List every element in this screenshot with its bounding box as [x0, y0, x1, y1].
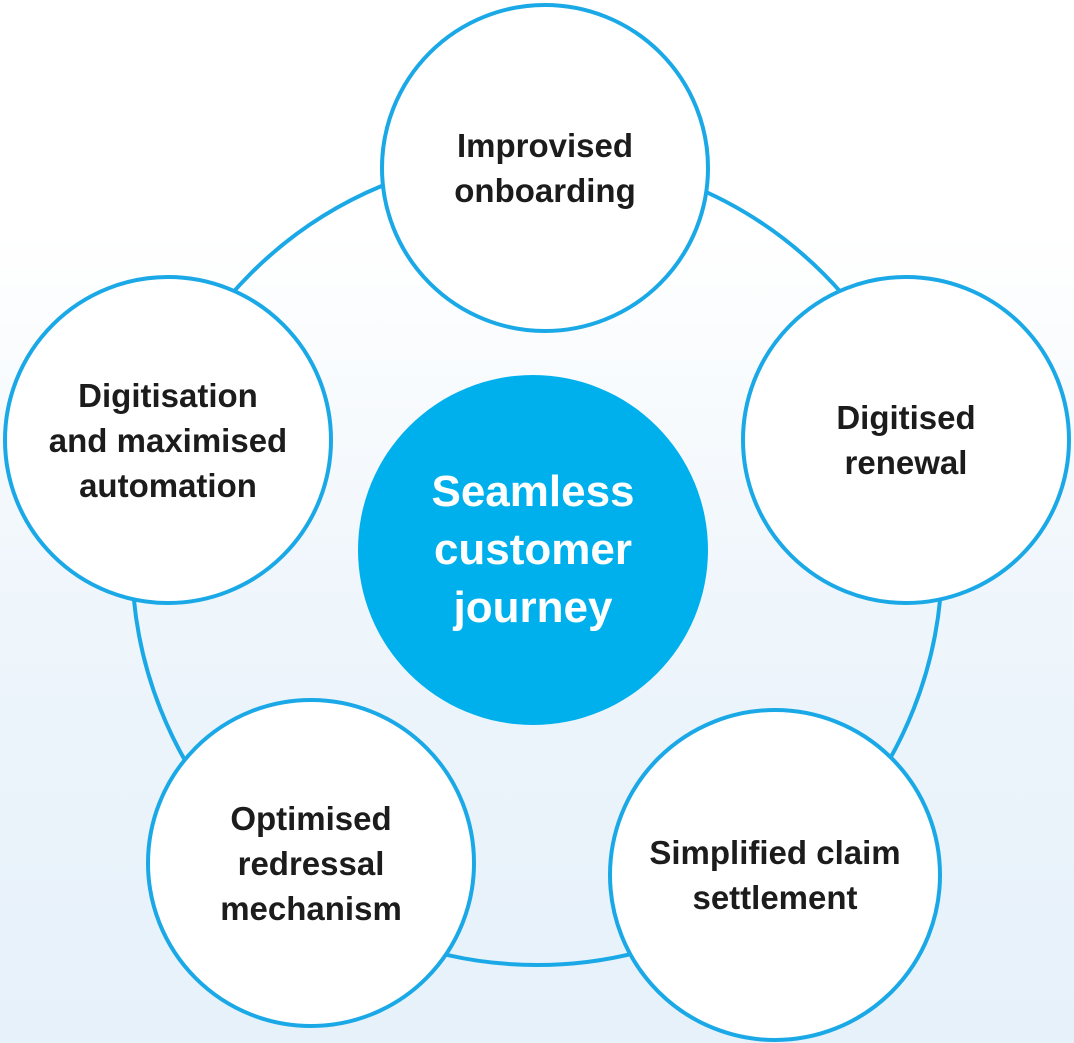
node-label-optimised-redressal-mechanism: Optimised redressal mechanism — [220, 799, 402, 927]
node-optimised-redressal-mechanism: Optimised redressal mechanism — [146, 698, 476, 1028]
node-digitisation-automation: Digitisation and maximised automation — [3, 275, 333, 605]
node-label-simplified-claim-settlement: Simplified claim settlement — [649, 834, 901, 916]
center-hub-label: Seamless customer journey — [431, 467, 635, 632]
node-improvised-onboarding: Improvised onboarding — [380, 3, 710, 333]
node-label-digitised-renewal: Digitised renewal — [836, 399, 976, 481]
center-hub: Seamless customer journey — [358, 375, 708, 725]
node-simplified-claim-settlement: Simplified claim settlement — [608, 708, 942, 1042]
node-digitised-renewal: Digitised renewal — [741, 275, 1071, 605]
node-label-improvised-onboarding: Improvised onboarding — [454, 127, 636, 209]
node-label-digitisation-automation: Digitisation and maximised automation — [48, 376, 288, 504]
